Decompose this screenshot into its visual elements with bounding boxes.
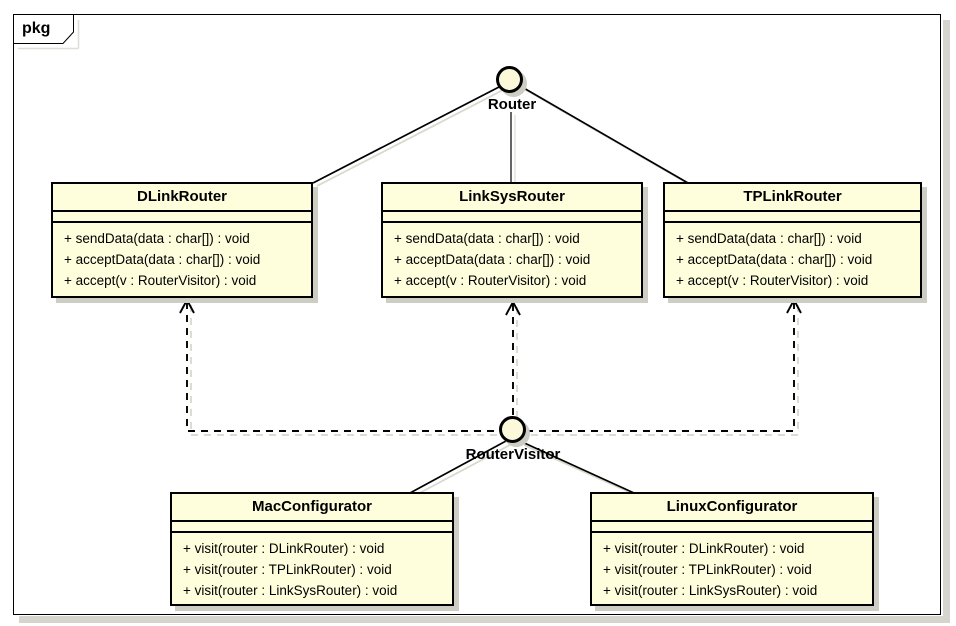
link-dlink-router[interactable] xyxy=(312,86,500,184)
class-dlinkrouter[interactable]: DLinkRouter + sendData(data : char[]) : … xyxy=(51,182,313,298)
method: + visit(router : TPLinkRouter) : void xyxy=(183,562,392,577)
class-tplinkrouter[interactable]: TPLinkRouter + sendData(data : char[]) :… xyxy=(663,182,922,298)
method: + acceptData(data : char[]) : void xyxy=(394,252,591,267)
class-title: DLinkRouter xyxy=(53,184,311,212)
method: + accept(v : RouterVisitor) : void xyxy=(64,273,257,288)
attributes-compartment xyxy=(592,522,872,533)
methods-compartment: + visit(router : DLinkRouter) : void + v… xyxy=(172,533,452,601)
dependency-visitor-dlink[interactable] xyxy=(186,302,499,432)
link-tplink-router[interactable] xyxy=(521,86,689,184)
attributes-compartment xyxy=(383,212,641,223)
connector-shadows xyxy=(190,89,799,497)
package-frame xyxy=(13,14,941,615)
method: + sendData(data : char[]) : void xyxy=(394,231,580,246)
link-linux-routervisitor[interactable] xyxy=(519,440,635,494)
methods-compartment: + sendData(data : char[]) : void + accep… xyxy=(665,223,920,291)
method: + acceptData(data : char[]) : void xyxy=(676,252,873,267)
methods-compartment: + visit(router : DLinkRouter) : void + v… xyxy=(592,533,872,601)
class-macconfigurator[interactable]: MacConfigurator + visit(router : DLinkRo… xyxy=(170,492,454,606)
attributes-compartment xyxy=(172,522,452,533)
method: + visit(router : DLinkRouter) : void xyxy=(603,541,805,556)
method: + visit(router : DLinkRouter) : void xyxy=(183,541,385,556)
methods-compartment: + sendData(data : char[]) : void + accep… xyxy=(383,223,641,291)
method: + accept(v : RouterVisitor) : void xyxy=(394,273,587,288)
realization-links xyxy=(312,86,689,494)
dependency-links xyxy=(179,297,802,432)
methods-compartment: + sendData(data : char[]) : void + accep… xyxy=(53,223,311,291)
method: + sendData(data : char[]) : void xyxy=(676,231,862,246)
open-arrowhead-tplink xyxy=(786,297,802,314)
method: + visit(router : LinkSysRouter) : void xyxy=(183,583,398,598)
dependency-visitor-tplink[interactable] xyxy=(527,302,795,432)
interface-router-label: Router xyxy=(487,96,537,113)
method: + acceptData(data : char[]) : void xyxy=(64,252,261,267)
package-tab xyxy=(13,14,74,44)
open-arrowhead-dlink xyxy=(179,297,195,314)
interface-routervisitor-lollipop[interactable] xyxy=(499,416,526,443)
class-linksysrouter[interactable]: LinkSysRouter + sendData(data : char[]) … xyxy=(381,182,643,298)
package-frame-shadow xyxy=(19,20,950,623)
class-title: MacConfigurator xyxy=(172,494,452,522)
attributes-compartment xyxy=(665,212,920,223)
class-title: TPLinkRouter xyxy=(665,184,920,212)
method: + sendData(data : char[]) : void xyxy=(64,231,250,246)
class-title: LinkSysRouter xyxy=(383,184,641,212)
interface-router-lollipop[interactable] xyxy=(496,66,523,93)
open-arrowhead-linksys xyxy=(505,299,521,316)
attributes-compartment xyxy=(53,212,311,223)
link-mac-routervisitor[interactable] xyxy=(409,440,507,494)
method: + visit(router : TPLinkRouter) : void xyxy=(603,562,812,577)
package-tab-label: pkg xyxy=(22,20,51,37)
method: + visit(router : LinkSysRouter) : void xyxy=(603,583,818,598)
interface-routervisitor-label: RouterVisitor xyxy=(465,446,561,463)
class-linuxconfigurator[interactable]: LinuxConfigurator + visit(router : DLink… xyxy=(590,492,874,606)
class-title: LinuxConfigurator xyxy=(592,494,872,522)
method: + accept(v : RouterVisitor) : void xyxy=(676,273,869,288)
